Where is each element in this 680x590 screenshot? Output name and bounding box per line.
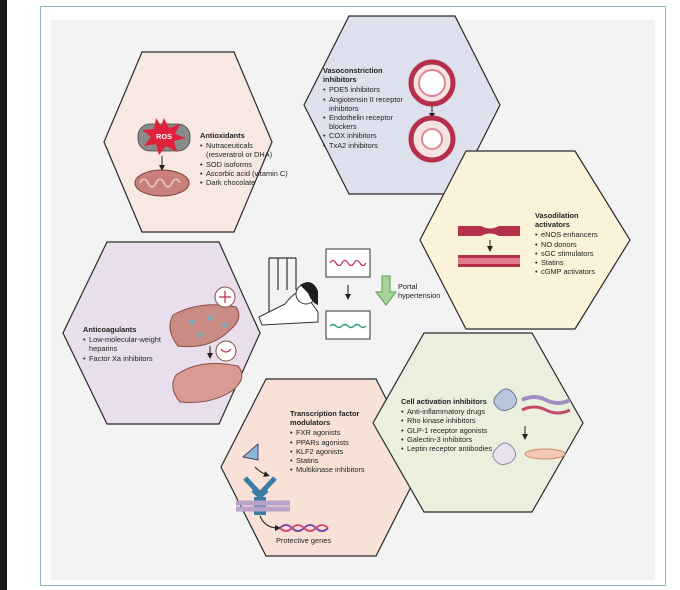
patient-illustration bbox=[258, 257, 319, 326]
decrease-arrow bbox=[374, 275, 398, 306]
list-item: Dark chocolate bbox=[200, 178, 292, 187]
vasodilation-title: Vasodilation activators bbox=[535, 211, 579, 230]
list-item: Galectin-3 inhibitors bbox=[401, 435, 496, 444]
receptor-dna-illustration bbox=[236, 442, 329, 532]
list-item: Factor Xa inhibitors bbox=[83, 354, 171, 363]
list-item: FXR agonists bbox=[290, 428, 378, 437]
anticoagulants-title: Anticoagulants bbox=[83, 325, 137, 334]
monitor-top bbox=[325, 248, 371, 278]
list-item: Low-molecular-weight heparins bbox=[83, 335, 171, 353]
list-item: Angiotensin II receptor inhibitors bbox=[323, 95, 405, 113]
list-item: eNOS enhancers bbox=[535, 230, 615, 239]
list-item: Statins bbox=[535, 258, 615, 267]
vasoconstriction-text: Vasoconstriction inhibitors PDE5 inhibit… bbox=[323, 66, 405, 150]
list-item: Endothelin receptor blockers bbox=[323, 113, 405, 131]
transcription-title: Transcription factor modulators bbox=[290, 409, 360, 428]
list-item: Ascorbic acid (vitamin C) bbox=[200, 169, 292, 178]
cell-illustration bbox=[492, 388, 571, 466]
vasodilation-text: Vasodilation activators eNOS enhancers N… bbox=[535, 211, 615, 277]
list-item: cGMP activators bbox=[535, 267, 615, 276]
monitor-bottom bbox=[325, 310, 371, 340]
list-item: Anti-inflammatory drugs bbox=[401, 407, 496, 416]
transcription-text: Transcription factor modulators FXR agon… bbox=[290, 409, 378, 475]
portal-hypertension-label: Portal hypertension bbox=[398, 282, 441, 300]
antioxidants-title: Antioxidants bbox=[200, 131, 245, 140]
list-item: SOD isoforms bbox=[200, 160, 292, 169]
ros-mitochondria-illustration bbox=[134, 118, 191, 197]
hex-vasodilation bbox=[419, 150, 631, 330]
list-item: Rho kinase inhibitors bbox=[401, 416, 496, 425]
liver-illustration bbox=[169, 286, 243, 403]
list-item: Statins bbox=[290, 456, 378, 465]
vessel-dilation bbox=[458, 226, 520, 267]
list-item: TxA2 inhibitors bbox=[323, 141, 405, 150]
list-item: NO donors bbox=[535, 240, 615, 249]
anticoagulants-text: Anticoagulants Low-molecular-weight hepa… bbox=[83, 325, 171, 363]
vessel-cross-sections bbox=[408, 59, 456, 163]
list-item: sGC stimulators bbox=[535, 249, 615, 258]
list-item: GLP-1 receptor agonists bbox=[401, 426, 496, 435]
antioxidants-text: Antioxidants Nutraceuticals (resveratrol… bbox=[200, 131, 292, 187]
list-item: Leptin receptor antibodies bbox=[401, 444, 496, 453]
ros-label: ROS bbox=[156, 132, 173, 141]
list-item: Nutraceuticals (resveratrol or DHA) bbox=[200, 141, 292, 159]
list-item: KLF2 agonists bbox=[290, 447, 378, 456]
protective-genes-label: Protective genes bbox=[276, 536, 332, 545]
list-item: Multikinase inhibitors bbox=[290, 465, 378, 474]
list-item: PDE5 inhibitors bbox=[323, 85, 405, 94]
left-border-bar bbox=[0, 0, 7, 590]
list-item: PPARs agonists bbox=[290, 438, 378, 447]
vasoconstriction-title: Vasoconstriction inhibitors bbox=[323, 66, 383, 85]
list-item: COX inhibitors bbox=[323, 131, 405, 140]
cell-activation-title: Cell activation inhibitors bbox=[401, 397, 487, 406]
cell-activation-text: Cell activation inhibitors Anti-inflamma… bbox=[401, 397, 496, 453]
